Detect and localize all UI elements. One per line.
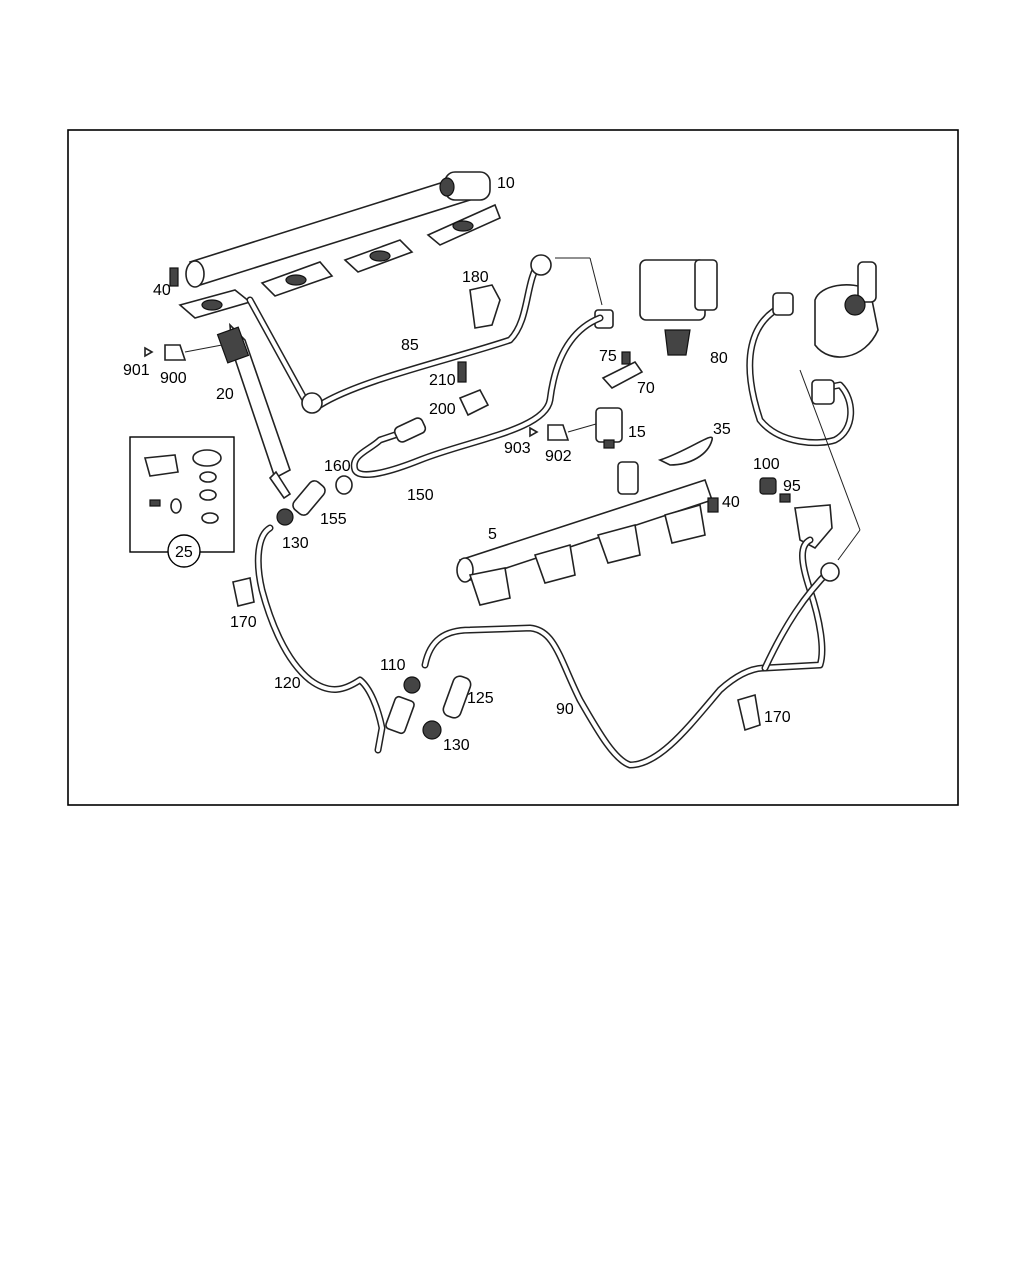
label-130-upper: 130	[282, 535, 309, 552]
label-170-right: 170	[764, 709, 791, 726]
label-903: 903	[504, 440, 531, 457]
label-20: 20	[216, 386, 234, 403]
bracket-70	[601, 360, 644, 390]
repair-kit-box	[129, 436, 235, 568]
upper-fuel-rail	[178, 171, 502, 319]
label-200: 200	[429, 401, 456, 418]
label-210: 210	[429, 372, 456, 389]
nut-160	[335, 475, 353, 495]
cap-170a	[232, 577, 255, 607]
cap-170b	[737, 693, 761, 732]
bolt-210	[457, 361, 467, 383]
label-150: 150	[407, 487, 434, 504]
label-80: 80	[710, 350, 728, 367]
label-110: 110	[380, 657, 406, 674]
injector	[216, 322, 292, 500]
cable-tie-35	[657, 436, 713, 466]
pipe-fitting	[794, 504, 833, 550]
label-75: 75	[599, 348, 617, 365]
label-90: 90	[556, 701, 574, 718]
pin-903	[529, 426, 539, 438]
label-120: 120	[274, 675, 301, 692]
label-170-left: 170	[230, 614, 257, 631]
pin-901	[144, 346, 154, 358]
label-40-upper: 40	[153, 282, 171, 299]
connector-900	[164, 344, 187, 361]
connector-902	[547, 424, 570, 441]
sleeve-125	[442, 675, 472, 719]
high-pressure-pump	[555, 257, 718, 356]
nut-110	[403, 676, 421, 694]
label-70: 70	[637, 380, 655, 397]
label-160: 160	[324, 458, 351, 475]
label-130-lower: 130	[443, 737, 470, 754]
label-15: 15	[628, 424, 646, 441]
label-902: 902	[545, 448, 572, 465]
label-125: 125	[467, 690, 494, 707]
bolt-40	[169, 267, 179, 287]
bolt-40b	[707, 497, 719, 513]
nut-130b	[422, 720, 442, 740]
label-155: 155	[320, 511, 347, 528]
label-25: 25	[175, 544, 193, 561]
clamp-180	[469, 284, 501, 329]
valve-95	[779, 493, 791, 503]
label-180: 180	[462, 269, 489, 286]
pump-80	[814, 261, 879, 358]
label-85: 85	[401, 337, 419, 354]
clamp-200	[458, 388, 490, 417]
pressure-sensor	[595, 407, 623, 449]
label-100: 100	[753, 456, 780, 473]
lower-fuel-rail	[456, 461, 714, 606]
sleeve-155	[292, 480, 326, 516]
label-901: 901	[123, 362, 150, 379]
label-35: 35	[713, 421, 731, 438]
bolt-75	[621, 351, 631, 365]
label-900: 900	[160, 370, 187, 387]
pipe-120	[254, 524, 386, 754]
label-40-lower: 40	[722, 494, 740, 511]
nut-130a	[276, 508, 294, 526]
diagram-frame	[67, 129, 959, 806]
label-10: 10	[497, 175, 515, 192]
label-5: 5	[488, 526, 497, 543]
label-95: 95	[783, 478, 801, 495]
nut-100	[759, 477, 777, 495]
